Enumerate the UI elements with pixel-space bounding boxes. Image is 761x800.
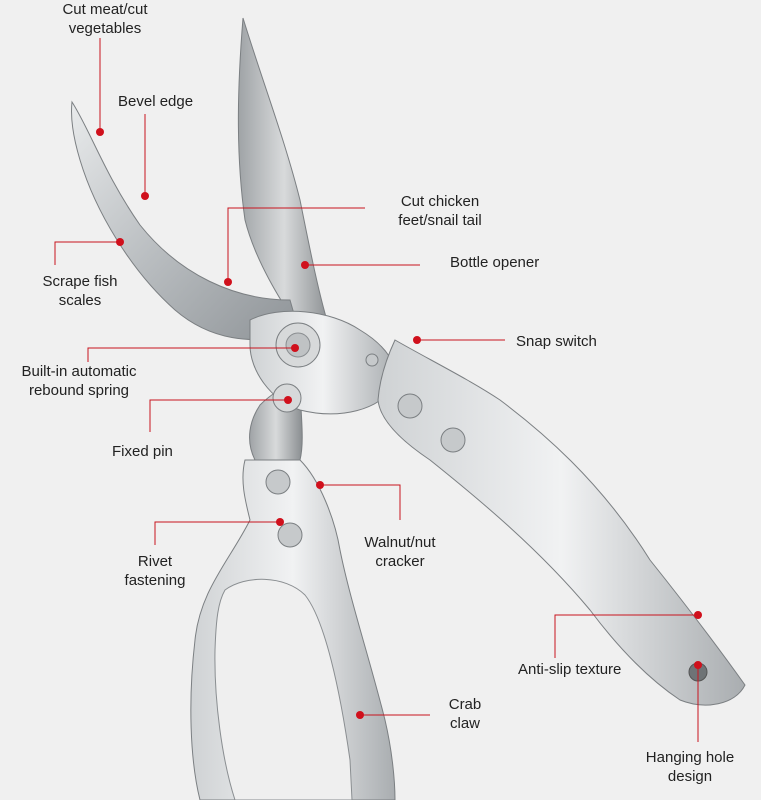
leader-lines [54,38,699,742]
label-snap-switch: Snap switch [516,333,597,350]
label-bevel-edge: Bevel edge [118,93,194,110]
label-walnut-cracker: Walnut/nut cracker [364,534,436,570]
label-cut-meat: Cut meat/cut vegetables [62,1,148,37]
label-crab-claw: Crab claw [448,696,482,732]
label-rebound-spring: Built-in automatic rebound spring [21,363,137,399]
label-bottle-opener: Bottle opener [450,254,540,271]
label-rivet-fastening: Rivet fastening [124,553,186,589]
label-anti-slip: Anti-slip texture [518,661,622,678]
upper-blade [237,17,331,331]
handle-loop-hole [214,578,353,800]
marker-dots [96,128,702,719]
rivet-icons [265,322,708,682]
label-scrape-fish: Scrape fish scales [42,273,118,309]
label-cut-chicken: Cut chicken feet/snail tail [398,193,482,229]
right-handle [377,339,746,706]
label-hanging-hole: Hanging hole design [645,749,735,785]
label-fixed-pin: Fixed pin [112,443,173,460]
